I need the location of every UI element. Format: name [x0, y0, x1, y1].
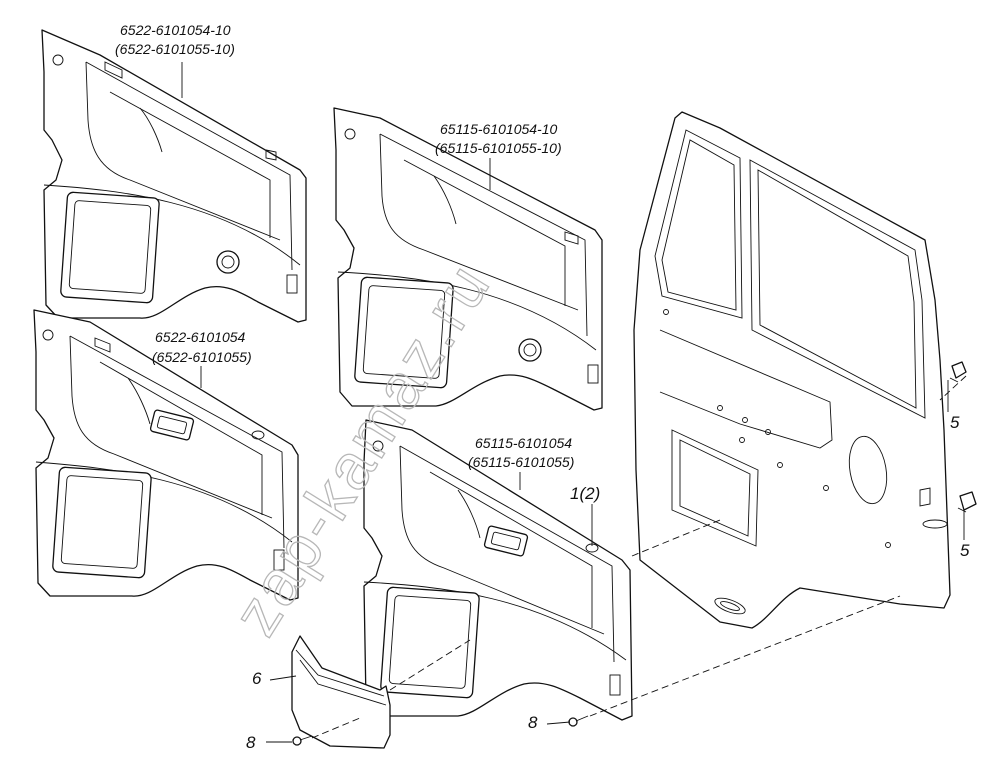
label-panel-a-2: (6522-6101055-10): [115, 41, 235, 57]
label-panel-b-1: 65115-6101054-10: [440, 121, 558, 137]
callout-5-top: 5: [950, 413, 960, 432]
screw-right: [568, 715, 589, 727]
callout-8-left: 8: [246, 733, 256, 752]
door-panel-b: [333, 107, 603, 411]
callout-8-right: 8: [528, 713, 538, 732]
label-panel-d-2: (65115-6101055): [468, 454, 574, 470]
door-panel-c: [33, 309, 299, 601]
door-panel-a: [41, 29, 307, 323]
leader-lines: [181, 62, 967, 743]
clip-bottom: [957, 491, 977, 513]
label-panel-c-1: 6522-6101054: [155, 329, 246, 345]
door-panel-d: [363, 419, 633, 721]
callout-1: 1(2): [570, 484, 600, 503]
screw-left: [292, 735, 313, 746]
label-panel-c-2: (6522-6101055): [152, 349, 252, 365]
callout-6: 6: [252, 669, 262, 688]
label-panel-a-1: 6522-6101054-10: [120, 22, 231, 38]
lower-pocket: [291, 635, 391, 749]
label-panel-b-2: (65115-6101055-10): [435, 140, 562, 156]
clip-top: [949, 361, 967, 383]
callout-5-bottom: 5: [960, 541, 970, 560]
door-frame: [633, 111, 951, 629]
label-panel-d-1: 65115-6101054: [475, 435, 572, 451]
